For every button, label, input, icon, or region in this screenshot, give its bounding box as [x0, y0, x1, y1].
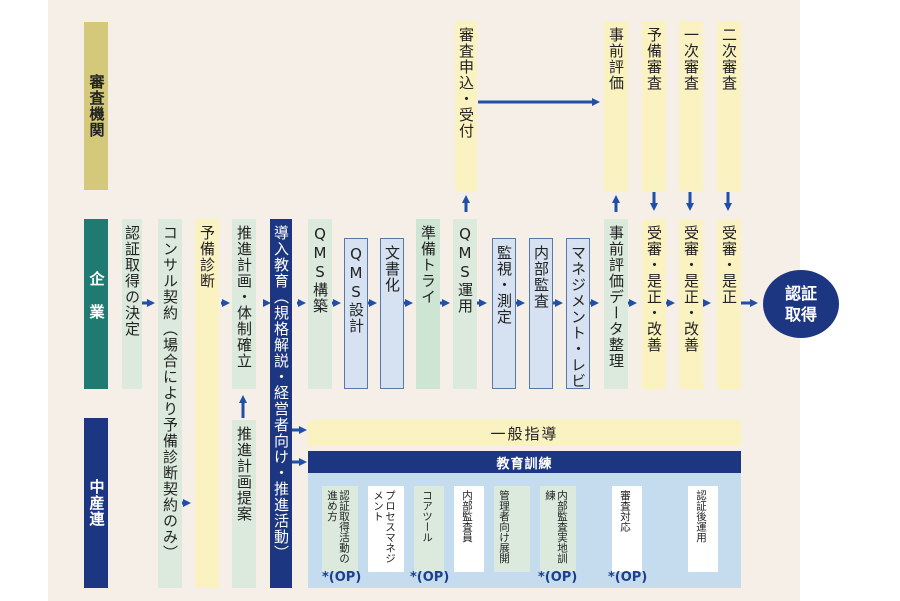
- ippan-shido-box: 一般指導: [308, 420, 741, 446]
- jizen-data-box: 事前評価データ整理: [604, 219, 628, 389]
- course-card-6: 内部監査実地訓練: [540, 486, 576, 572]
- ichiji-shinsa-box: 一次審査: [679, 21, 703, 191]
- course-card-3: コアツール: [414, 486, 444, 572]
- consul-box: コンサル契約（場合により予備診断契約のみ）: [158, 219, 182, 588]
- course-card-1: 認証取得活動の進め方: [322, 486, 358, 572]
- ninsho-shutoku-oval: 認証取得: [763, 270, 839, 338]
- suishin-box: 推進計画・体制確立: [232, 219, 256, 389]
- jizen-hyoka-box: 事前評価: [604, 21, 628, 191]
- bunshoka-box: 文書化: [380, 238, 404, 389]
- qms-sekkei-box: QMS設計: [344, 238, 368, 389]
- op-label-7: *(OP): [608, 570, 648, 585]
- niji-shinsa-box: 二次審査: [717, 21, 741, 191]
- qms-unyo-box: QMS運用: [453, 219, 477, 389]
- course-card-4: 内部監査員: [454, 486, 484, 572]
- moshikomi-box: 審査申込・受付: [455, 21, 477, 191]
- naibu-kansa-box: 内部監査: [529, 238, 553, 389]
- row-label-shinsa: 審査機関: [84, 22, 108, 190]
- course-card-8: 認証後運用: [688, 486, 718, 572]
- ninsho-kettei-box: 認証取得の決定: [122, 219, 142, 389]
- row-label-chusanren: 中産連: [84, 418, 108, 588]
- kanshi-box: 監視・測定: [492, 238, 516, 389]
- yobi-shindan-box: 予備診断: [195, 219, 219, 588]
- jushin-2-box: 受審・是正・改善: [679, 219, 703, 389]
- course-card-2: プロセスマネジメント: [368, 486, 404, 572]
- yobi-shinsa-box: 予備審査: [642, 21, 666, 191]
- jushin-1-box: 受審・是正・改善: [642, 219, 666, 389]
- op-label-1: *(OP): [322, 570, 362, 585]
- row-label-kigyo: 企業: [84, 219, 108, 389]
- jushin-3-box: 受審・是正: [717, 219, 741, 389]
- management-review-box: マネジメント・レビュー: [566, 238, 590, 389]
- suishin-teian-box: 推進計画提案: [232, 420, 256, 588]
- op-label-3: *(OP): [410, 570, 450, 585]
- op-label-6: *(OP): [538, 570, 578, 585]
- qms-kochiku-box: QMS構築: [308, 219, 332, 389]
- donyu-box: 導入教育（規格解説・経営者向け・推進活動）: [270, 219, 292, 588]
- kyoiku-kunren-header: 教育訓練: [308, 451, 741, 473]
- course-card-7: 審査対応: [612, 486, 642, 572]
- junbi-try-box: 準備トライ: [416, 219, 440, 389]
- course-card-5: 管理者向け展開: [494, 486, 530, 572]
